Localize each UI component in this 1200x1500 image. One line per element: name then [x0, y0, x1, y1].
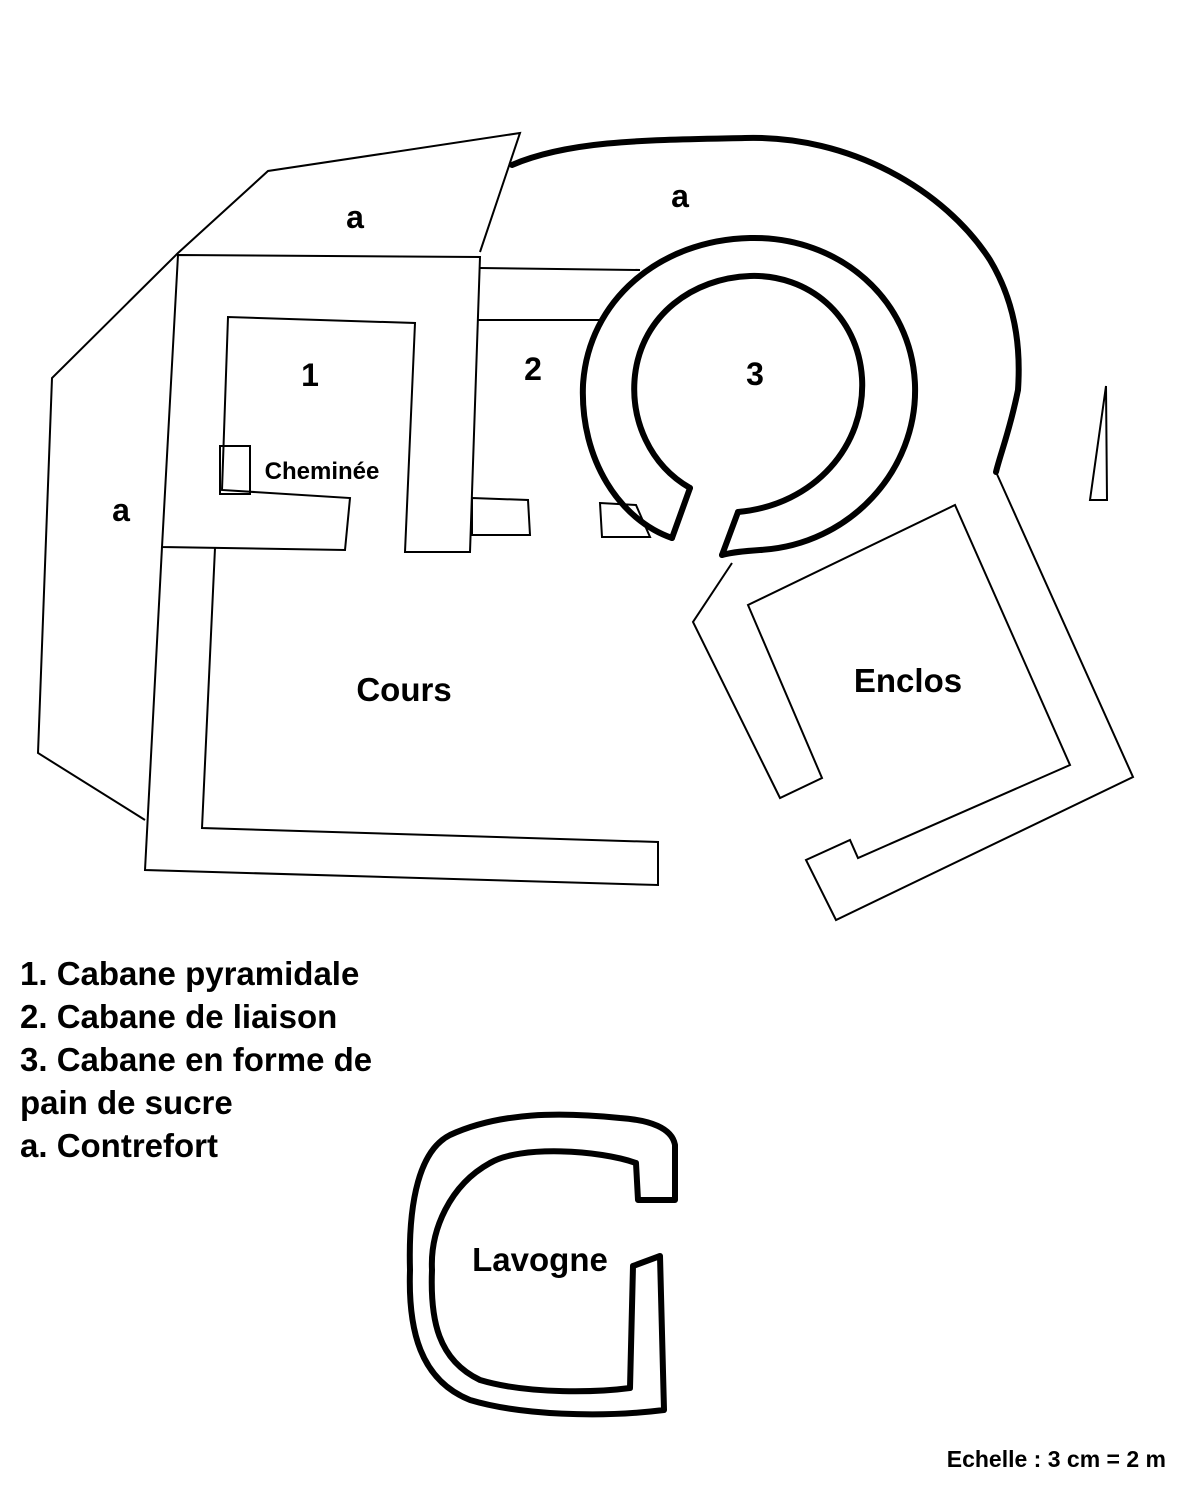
legend-item: 1. Cabane pyramidale [20, 955, 360, 992]
label-contrefort-top-left: a [346, 199, 364, 235]
scale-note: Echelle : 3 cm = 2 m [946, 1446, 1166, 1472]
legend-item: a. Contrefort [20, 1127, 218, 1164]
standing-stone [1088, 385, 1109, 501]
legend: 1. Cabane pyramidale 2. Cabane de liaiso… [20, 952, 420, 1167]
label-cabane-1: 1 [301, 357, 319, 393]
label-contrefort-left: a [112, 492, 130, 528]
cabane-3-door-right [719, 509, 741, 558]
label-contrefort-top-right: a [671, 178, 689, 214]
label-cheminee: Cheminée [265, 458, 380, 485]
cabane-3-outer-ring [579, 234, 919, 558]
enclos-walls [691, 471, 1135, 922]
cabane-2-stub-left [471, 496, 532, 536]
lavogne-outer [406, 1111, 678, 1418]
label-cabane-3: 3 [746, 356, 764, 392]
label-enclos: Enclos [854, 662, 962, 699]
cabane-2-wall-top [479, 267, 641, 271]
legend-item: 3. Cabane en forme de pain de sucre [20, 1041, 373, 1121]
legend-item: 2. Cabane de liaison [20, 998, 338, 1035]
contrefort-outline [36, 131, 522, 821]
contrefort-arc [509, 134, 1022, 475]
cabane-3-inner-ring [631, 272, 866, 515]
cours-wall [143, 546, 659, 887]
cheminee-block [219, 445, 251, 495]
label-lavogne: Lavogne [472, 1241, 608, 1278]
cabane-3-door-left [669, 485, 693, 541]
cabane-1-walls [160, 253, 482, 553]
label-cours: Cours [356, 671, 451, 708]
label-cabane-2: 2 [524, 351, 542, 387]
